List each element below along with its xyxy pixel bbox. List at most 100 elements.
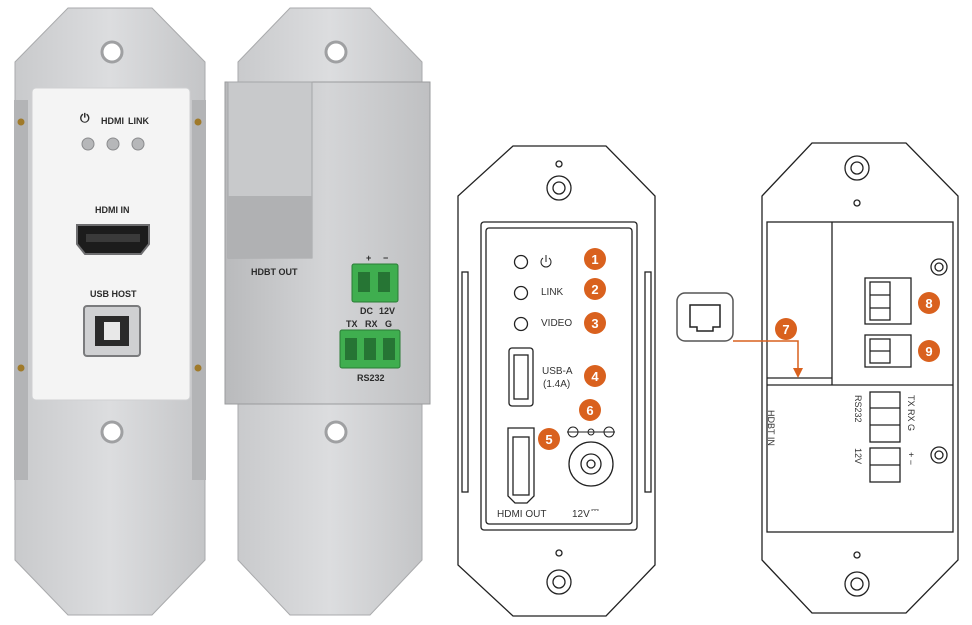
back-plus-label: + [366,253,372,263]
drawing-hdbt-in-label: HDBT IN [766,410,776,446]
drawing-led-power [513,254,529,270]
back-hdbt-out-label: HDBT OUT [251,267,298,277]
drawing-front-faceplate-inner [485,227,633,525]
back-line-drawing [761,142,959,614]
back-rs232-screw-2 [364,338,376,360]
front-hdmi-label: HDMI [101,116,124,126]
callout-2: 2 [584,278,606,300]
drawing-front-top-screw [555,160,563,168]
drawing-back-grommet-top-inner [934,262,944,272]
callout-6: 6 [579,399,601,421]
drawing-plus-minus-label: + − [906,452,916,466]
drawing-polarity-symbol [567,426,615,438]
drawing-usb-a-label: USB-A [542,366,573,377]
drawing-usb-a-current: (1.4A) [543,379,571,390]
back-top-screw-hole [324,40,348,64]
drawing-front-rail-left [461,271,469,493]
drawing-front-faceplate [480,221,638,531]
drawing-back-bottom-hole-inner [850,577,864,591]
drawing-front-bottom-hole-outer [546,569,572,595]
front-line-drawing [457,145,656,617]
rj45-icon-box [676,292,734,342]
callout-5: 5 [538,428,560,450]
front-screw-tr [194,118,202,126]
drawing-12v-label: 12V [572,509,590,520]
back-minus-label: − [383,253,389,263]
rj45-leader-arrow [793,368,803,378]
back-bottom-screw-hole [324,420,348,444]
front-link-label: LINK [128,116,149,126]
drawing-front-plate [457,145,656,617]
front-screw-tl [17,118,25,126]
drawing-dc-jack-outer [568,441,614,487]
front-hdmi-port-inner [86,234,140,242]
back-12v-label: 12V [379,306,396,316]
drawing-usb-a-port [508,347,534,407]
drawing-front-bottom-screw [555,549,563,557]
callout-7: 7 [775,318,797,340]
drawing-back-12v-label: 12V [853,448,863,465]
drawing-rs232-block [869,391,901,443]
drawing-link-label: LINK [541,287,564,298]
back-unit-photo [224,7,431,616]
drawing-back-bottom-screw [853,551,861,559]
front-bottom-screw-hole [100,420,124,444]
front-usb-host-label: USB HOST [90,289,137,299]
back-rs232-label: RS232 [357,373,385,383]
callout-3: 3 [584,312,606,334]
back-rx-label: RX [365,319,378,329]
front-screw-bl [17,364,25,372]
front-screw-br [194,364,202,372]
front-led-power [81,137,95,151]
drawing-back-grommet-bottom [930,446,948,464]
drawing-back-top-screw [853,199,861,207]
drawing-terminal-block-lower [864,334,912,368]
front-led-link [131,137,145,151]
rj45-leader-line [733,340,799,372]
callout-4: 4 [584,365,606,387]
back-g-label: G [385,319,393,329]
back-dc-terminal-screw-2 [378,272,390,292]
drawing-hdmi-port [507,427,535,504]
back-rs232-screw-1 [345,338,357,360]
front-top-screw-hole [100,40,124,64]
back-dc-terminal-screw-1 [358,272,370,292]
drawing-front-rail-right [644,271,652,493]
drawing-back-top-hole-inner [850,161,864,175]
drawing-usb-a-tongue [513,354,529,400]
rj45-callout [676,292,803,378]
callout-1: 1 [584,248,606,270]
drawing-front-top-hole-inner [552,181,566,195]
drawing-back-grommet-top [930,258,948,276]
front-hdmi-in-label: HDMI IN [95,205,130,215]
rj45-icon [689,304,721,332]
back-rs232-screw-3 [383,338,395,360]
front-led-hdmi [106,137,120,151]
drawing-hdmi-port-inner [512,436,530,496]
drawing-power-symbol [540,255,552,268]
front-side-rail-left [14,100,28,480]
back-dc-label: DC [360,306,373,316]
drawing-back-bottom-hole-outer [844,571,870,597]
front-usb-b-tongue [104,322,120,340]
drawing-front-bottom-hole-inner [552,575,566,589]
drawing-rs232-label: RS232 [853,395,863,423]
drawing-back-top-hole-outer [844,155,870,181]
drawing-front-top-hole-outer [546,175,572,201]
back-tx-label: TX [346,319,358,329]
back-hdbt-port-recess [228,196,312,258]
drawing-terminal-block-upper [864,277,912,325]
drawing-back-grommet-bottom-inner [934,450,944,460]
callout-9: 9 [918,340,940,362]
drawing-terminal-block-upper-pins [869,281,891,321]
front-side-rail-right [192,100,206,480]
drawing-tx-rx-g-label: TX RX G [906,395,916,432]
drawing-led-video [513,316,529,332]
front-power-icon: ⏻ [80,111,90,125]
callout-8: 8 [918,292,940,314]
drawing-video-label: VIDEO [541,318,573,329]
drawing-back-housing [766,221,954,533]
drawing-dc-jack-mid [580,453,602,475]
drawing-led-link [513,285,529,301]
